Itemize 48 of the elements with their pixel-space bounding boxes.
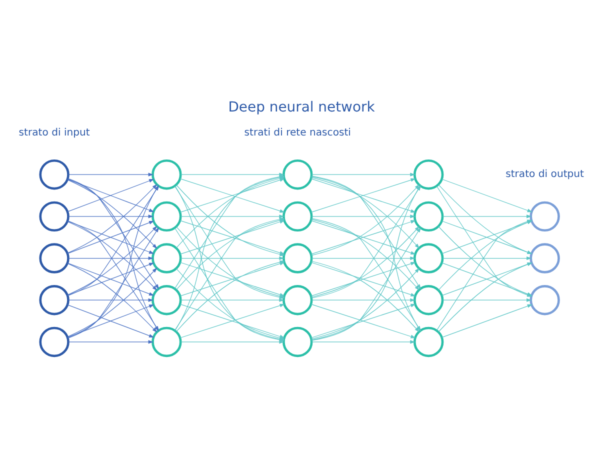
- node-circle: [530, 242, 560, 273]
- arrow: [180, 303, 285, 338]
- label: strato di input: [18, 126, 90, 138]
- arrow: [67, 304, 154, 338]
- node-circle: [39, 200, 70, 232]
- diagram-title: Deep neural network: [228, 98, 375, 115]
- arrow: [311, 226, 420, 298]
- arrow: [68, 340, 154, 344]
- node-circle: [39, 158, 70, 190]
- node-circle: [282, 200, 313, 232]
- arrow: [442, 214, 532, 218]
- arrow: [311, 184, 420, 256]
- arrow: [180, 214, 284, 218]
- arrow: [311, 218, 420, 290]
- arrow: [310, 178, 416, 212]
- arrow: [180, 340, 284, 344]
- arrow: [68, 298, 154, 302]
- node-circle: [282, 284, 313, 315]
- node-circle: [530, 284, 560, 315]
- arrow: [68, 256, 154, 260]
- label: strato di output: [506, 168, 584, 180]
- node-circle: [282, 158, 313, 190]
- arrow: [310, 303, 416, 338]
- node-circle: [530, 200, 560, 232]
- arrow: [311, 172, 416, 176]
- node-circle: [282, 326, 313, 357]
- arrow: [311, 214, 416, 218]
- arrow: [442, 256, 532, 260]
- node-circle: [282, 242, 313, 273]
- arrow: [311, 298, 416, 302]
- label: strati di rete nascosti: [244, 126, 351, 138]
- node-circle: [39, 326, 70, 357]
- arrow: [180, 172, 284, 176]
- arrow: [180, 256, 284, 260]
- arrow: [442, 304, 532, 338]
- arrow: [311, 256, 416, 260]
- arrow: [442, 178, 532, 212]
- arrow: [311, 340, 416, 344]
- arrow: [68, 172, 154, 176]
- arrow: [67, 262, 154, 296]
- arrow: [311, 176, 420, 248]
- node-circle: [39, 284, 70, 315]
- arrow: [67, 220, 154, 254]
- arrow: [68, 214, 154, 218]
- node-circle: [39, 242, 70, 273]
- arrow: [442, 298, 532, 302]
- arrow: [180, 298, 284, 302]
- arrow: [310, 262, 416, 296]
